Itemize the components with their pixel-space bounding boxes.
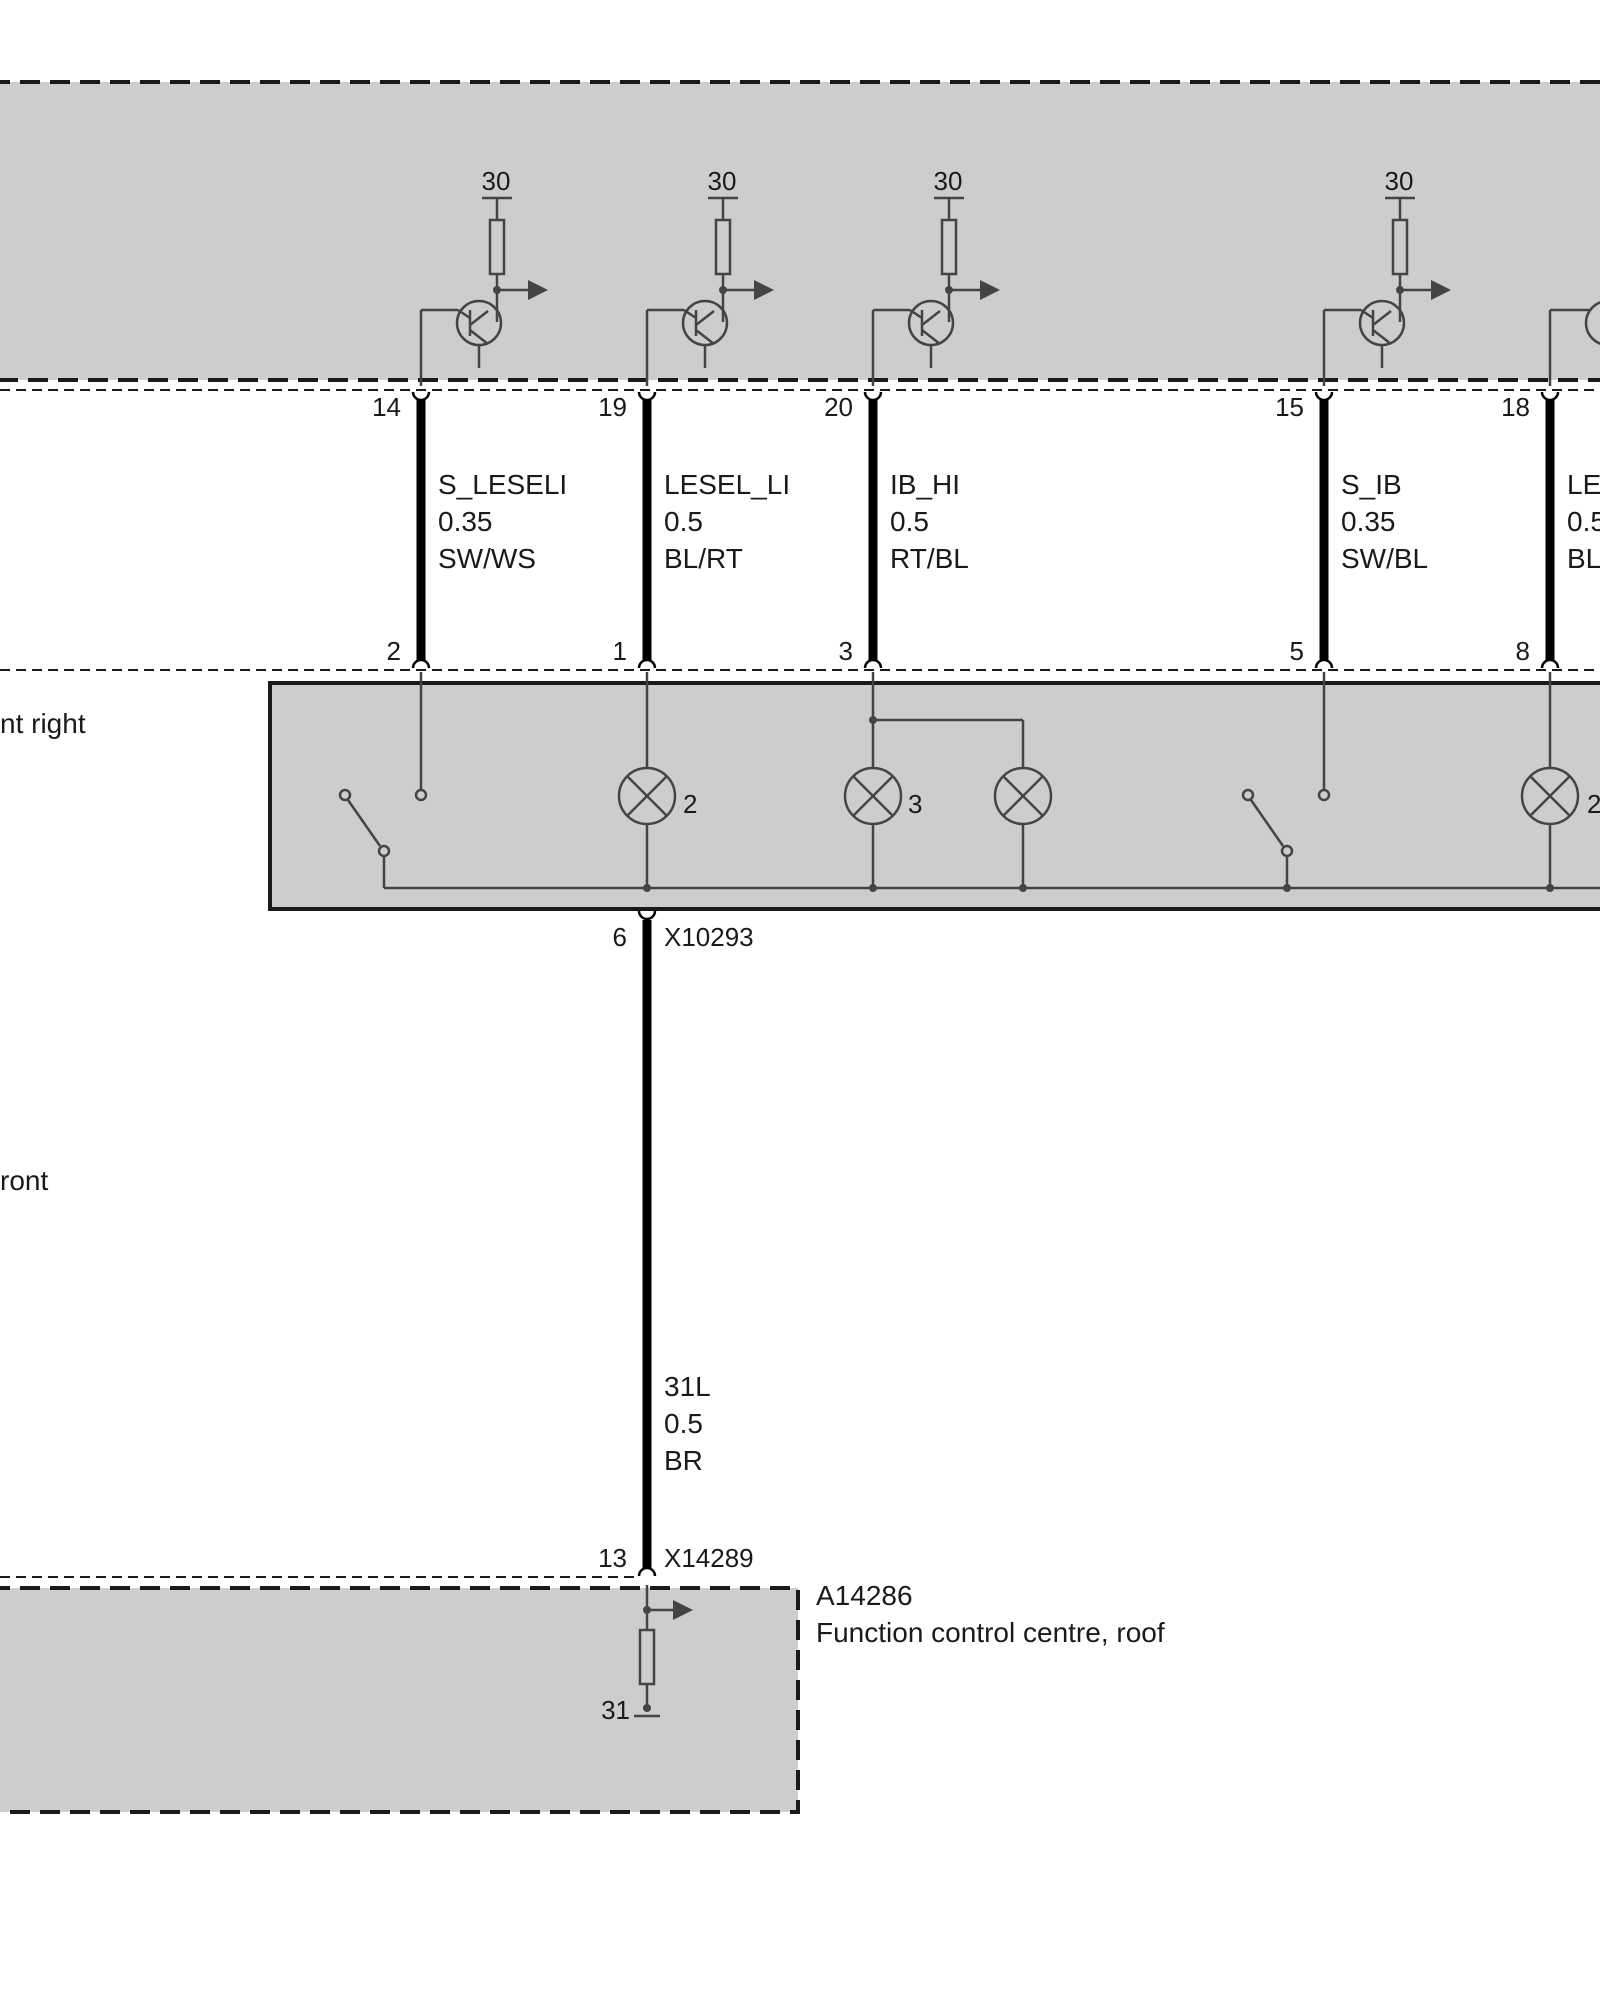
pin-label: 15 (1275, 392, 1304, 422)
output-arrow-icon (528, 280, 548, 300)
pin-label: 13 (598, 1543, 627, 1573)
wire-signal-label: S_IB (1341, 469, 1402, 500)
wire-size-label: 0.5 (890, 506, 929, 537)
connector-label: X14289 (664, 1543, 754, 1573)
resistor-icon (638, 1628, 656, 1686)
interior-light-unit: nt right 2 3 (0, 669, 1600, 911)
wire-4: 15 5 S_IB 0.35 SW/BL (1275, 391, 1428, 669)
wire-color-label: BR (664, 1445, 703, 1476)
transistor-stage-1: 30 (419, 166, 548, 386)
transistor-stage-3: 30 (871, 166, 1000, 386)
module-id: A14286 (816, 1580, 913, 1611)
resistor-icon (714, 218, 732, 276)
output-arrow-icon (754, 280, 774, 300)
wire-5: 18 8 LE 0.5 BL (1501, 391, 1600, 669)
wire-1: 14 2 S_LESELI 0.35 SW/WS (372, 391, 567, 669)
pin-label: 19 (598, 392, 627, 422)
lamp-label: 2 (1587, 789, 1600, 819)
switch-icon (1241, 788, 1255, 802)
pin-label: 18 (1501, 392, 1530, 422)
wire-color-label: RT/BL (890, 543, 969, 574)
top-control-module (0, 80, 1600, 391)
wire-size-label: 0.5 (664, 1408, 703, 1439)
wire-signal-label: IB_HI (890, 469, 960, 500)
resistor-icon (1391, 218, 1409, 276)
supply-label: 30 (708, 166, 737, 196)
resistor-icon (940, 218, 958, 276)
pin-label: 2 (387, 636, 401, 666)
transistor-stage-2: 30 (645, 166, 774, 386)
lamp-label: 2 (683, 789, 697, 819)
wire-size-label: 0.5 (1567, 506, 1600, 537)
wire-2: 19 1 LESEL_LI 0.5 BL/RT (598, 391, 790, 669)
wire-signal-label: S_LESELI (438, 469, 567, 500)
light-unit-box (268, 681, 1600, 911)
wire-size-label: 0.5 (664, 506, 703, 537)
wire-size-label: 0.35 (438, 506, 493, 537)
wire-3: 20 3 IB_HI 0.5 RT/BL (824, 391, 969, 669)
transistor-icon (1584, 301, 1600, 345)
module-name: Function control centre, roof (816, 1617, 1165, 1648)
resistor-icon (488, 218, 506, 276)
output-arrow-icon (673, 1600, 693, 1620)
wire-color-label: SW/WS (438, 543, 536, 574)
left-cut-label: ront (0, 1165, 48, 1196)
ground-label: 31 (601, 1695, 630, 1725)
output-arrow-icon (1431, 280, 1451, 300)
transistor-stage-4: 30 (1322, 166, 1451, 386)
light-unit-label: nt right (0, 708, 86, 739)
wire-color-label: BL (1567, 543, 1600, 574)
supply-label: 30 (934, 166, 963, 196)
bottom-module-box (0, 1586, 800, 1814)
pin-label: 14 (372, 392, 401, 422)
output-arrow-icon (980, 280, 1000, 300)
pin-label: 6 (613, 922, 627, 952)
pin-label: 1 (613, 636, 627, 666)
lamp-label: 3 (908, 789, 922, 819)
supply-label: 30 (482, 166, 511, 196)
pin-label: 8 (1516, 636, 1530, 666)
bottom-control-module: 31 A14286 Function control centre, roof (0, 1576, 1165, 1814)
connector-label: X10293 (664, 922, 754, 952)
pin-label: 5 (1290, 636, 1304, 666)
wire-signal-label: LE (1567, 469, 1600, 500)
pin-label: 20 (824, 392, 853, 422)
ground-wire: 6 X10293 31L 0.5 BR 13 X14289 (598, 910, 754, 1577)
switch-icon (338, 788, 352, 802)
wire-size-label: 0.35 (1341, 506, 1396, 537)
top-module-box (0, 80, 1600, 382)
wire-color-label: BL/RT (664, 543, 743, 574)
pin-label: 3 (839, 636, 853, 666)
supply-label: 30 (1385, 166, 1414, 196)
wire-signal-label: LESEL_LI (664, 469, 790, 500)
transistor-stage-5-partial (1548, 301, 1600, 386)
wire-signal-label: 31L (664, 1371, 711, 1402)
wire-color-label: SW/BL (1341, 543, 1428, 574)
